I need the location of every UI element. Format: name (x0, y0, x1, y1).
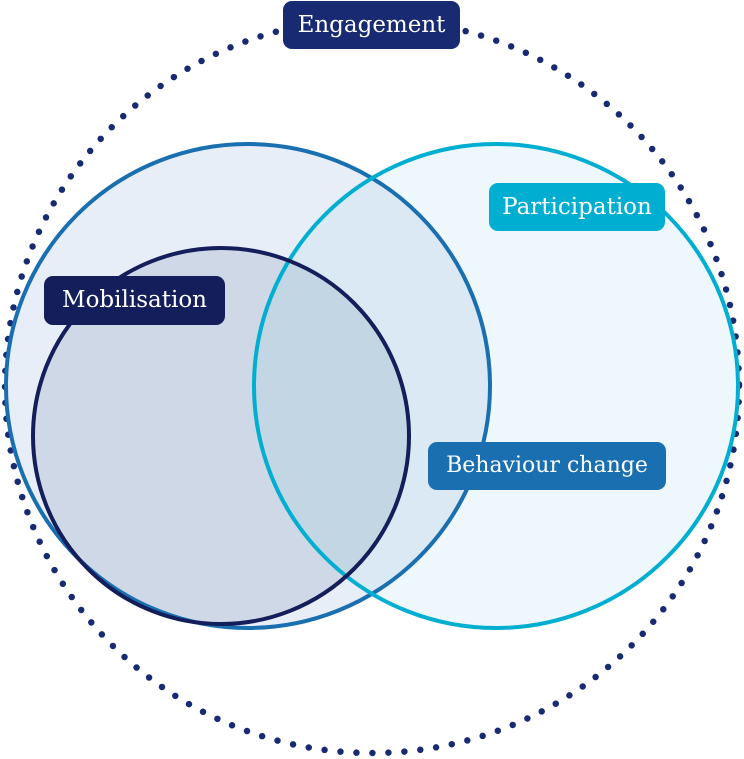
participation-label: Participation (489, 183, 665, 231)
engagement-label: Engagement (283, 1, 460, 49)
mobilisation-participation-overlap (254, 248, 409, 624)
mobilisation-label: Mobilisation (44, 276, 225, 325)
behaviour-change-label: Behaviour change (428, 442, 666, 490)
participation-circle (252, 142, 740, 630)
behaviour-change-circle (4, 142, 492, 630)
mobilisation-circle (31, 246, 411, 626)
